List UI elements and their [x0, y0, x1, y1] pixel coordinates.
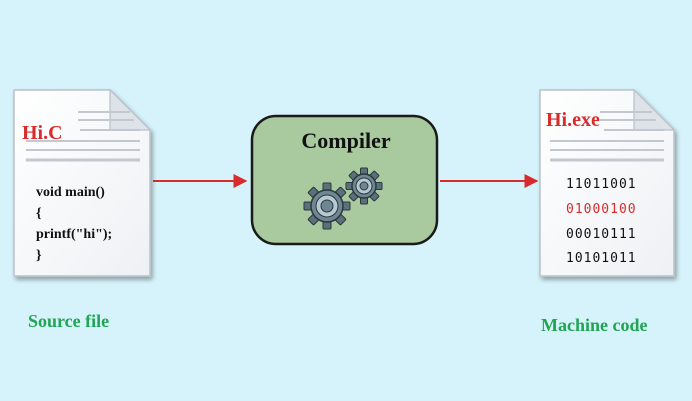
- code-line: void main(): [36, 185, 105, 200]
- compiler-box: Compiler: [250, 114, 439, 246]
- binary-line: 00010111: [566, 227, 637, 242]
- output-file-title: Hi.exe: [546, 109, 600, 131]
- source-file-document: Hi.C void main() { printf("hi"); }: [13, 88, 152, 277]
- binary-code-block: 11011001 01000100 00010111 10101011: [566, 177, 637, 266]
- code-line: {: [36, 206, 42, 221]
- binary-line-highlighted: 01000100: [566, 202, 637, 217]
- binary-line: 10101011: [566, 251, 637, 266]
- binary-line: 11011001: [566, 177, 637, 192]
- code-line: printf("hi");: [36, 227, 112, 242]
- source-document-icon: [13, 88, 152, 277]
- source-code-block: void main() { printf("hi"); }: [36, 185, 112, 263]
- compiler-label: Compiler: [301, 128, 390, 153]
- output-document-icon: [539, 88, 676, 277]
- code-line: }: [36, 248, 42, 263]
- machine-code-caption: Machine code: [541, 315, 647, 335]
- source-file-title: Hi.C: [22, 122, 63, 144]
- output-file-document: Hi.exe 11011001 01000100 00010111 101010…: [539, 88, 676, 277]
- source-file-caption: Source file: [28, 311, 109, 331]
- gears-icon: [303, 167, 383, 230]
